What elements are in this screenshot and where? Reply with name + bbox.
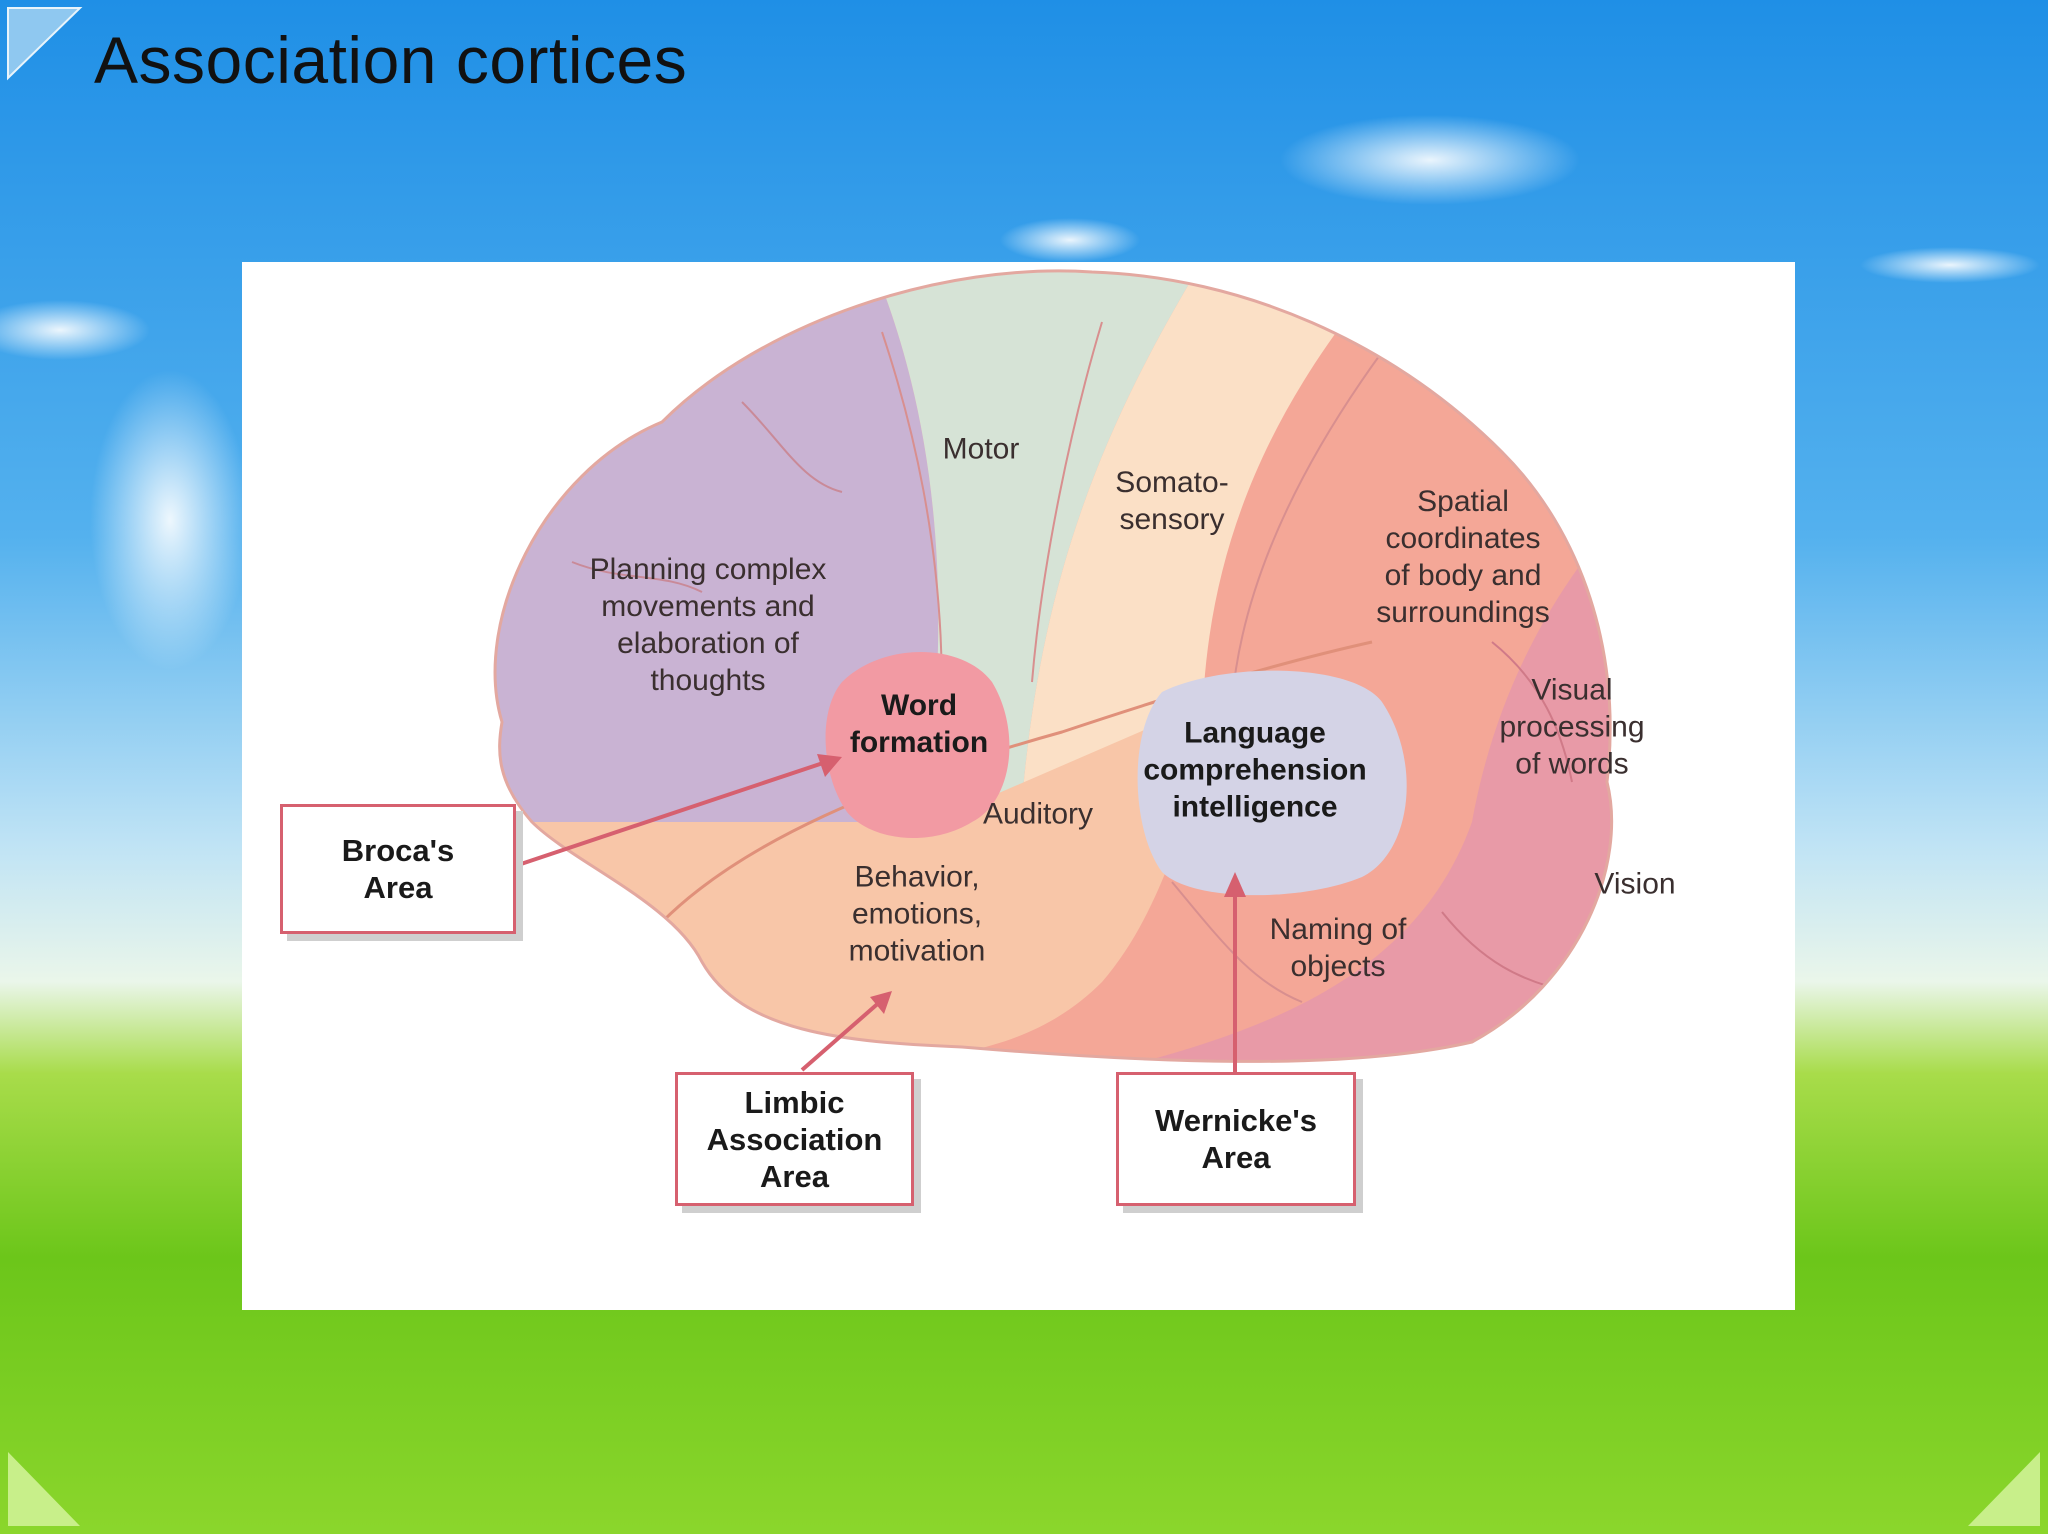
- cloud-shape: [0, 300, 150, 360]
- language-comprehension-area: [1137, 670, 1407, 896]
- label-spatial: Spatial coordinates of body and surround…: [1376, 485, 1550, 629]
- limbic-arrow-line: [800, 998, 884, 1072]
- callout-broca-area: Broca's Area: [280, 804, 516, 934]
- brain-outline: [493, 269, 1614, 1063]
- brain-diagram-figure: Motor Somato- sensory Planning complex m…: [242, 262, 1795, 1310]
- cloud-shape: [1000, 218, 1140, 262]
- label-motor: Motor: [942, 432, 1020, 466]
- lateral-sulcus: [660, 640, 1373, 924]
- label-auditory: Auditory: [982, 797, 1094, 831]
- slide-title: Association cortices: [94, 23, 688, 97]
- brain-lobes: [495, 270, 1612, 1062]
- gyrus-line: [1491, 641, 1573, 783]
- wernicke-arrow-head: [1224, 872, 1246, 897]
- occipital-region: [1142, 462, 1612, 1062]
- broca-arrow-head: [817, 754, 842, 777]
- corner-triangle-top-left: [7, 7, 83, 81]
- gyrus-line: [1031, 321, 1103, 683]
- label-vision: Vision: [1594, 867, 1676, 901]
- gyrus-line: [741, 401, 843, 493]
- corner-triangle-bottom-right: [1968, 1452, 2040, 1526]
- temporal-region: [495, 692, 1232, 1062]
- label-word-formation: Word formation: [849, 689, 989, 759]
- label-behavior: Behavior, emotions, motivation: [848, 860, 986, 968]
- gyrus-line: [881, 331, 943, 693]
- gyrus-line: [571, 561, 703, 593]
- label-somatosensory: Somato- sensory: [1115, 466, 1229, 536]
- prefrontal-region: [495, 270, 939, 822]
- label-visual-words: Visual processing of words: [1499, 673, 1645, 781]
- callout-limbic-association-area: Limbic Association Area: [675, 1072, 914, 1206]
- callout-wernicke-area: Wernicke's Area: [1116, 1072, 1356, 1206]
- corner-triangle-bottom-left: [8, 1452, 80, 1526]
- broca-arrow-line: [511, 758, 833, 869]
- dandelion-shape: [90, 370, 250, 670]
- somatosensory-region: [1022, 270, 1392, 822]
- brain-illustration: [493, 269, 1614, 1074]
- limbic-arrow-head: [870, 991, 892, 1014]
- label-naming: Naming of objects: [1269, 913, 1407, 983]
- label-planning: Planning complex movements and elaborati…: [589, 553, 827, 697]
- label-language-comprehension: Language comprehension intelligence: [1143, 716, 1367, 824]
- word-formation-area: [825, 652, 1010, 839]
- cloud-shape: [1860, 247, 2040, 283]
- gyrus-line: [1231, 351, 1383, 703]
- cloud-shape: [1280, 115, 1580, 205]
